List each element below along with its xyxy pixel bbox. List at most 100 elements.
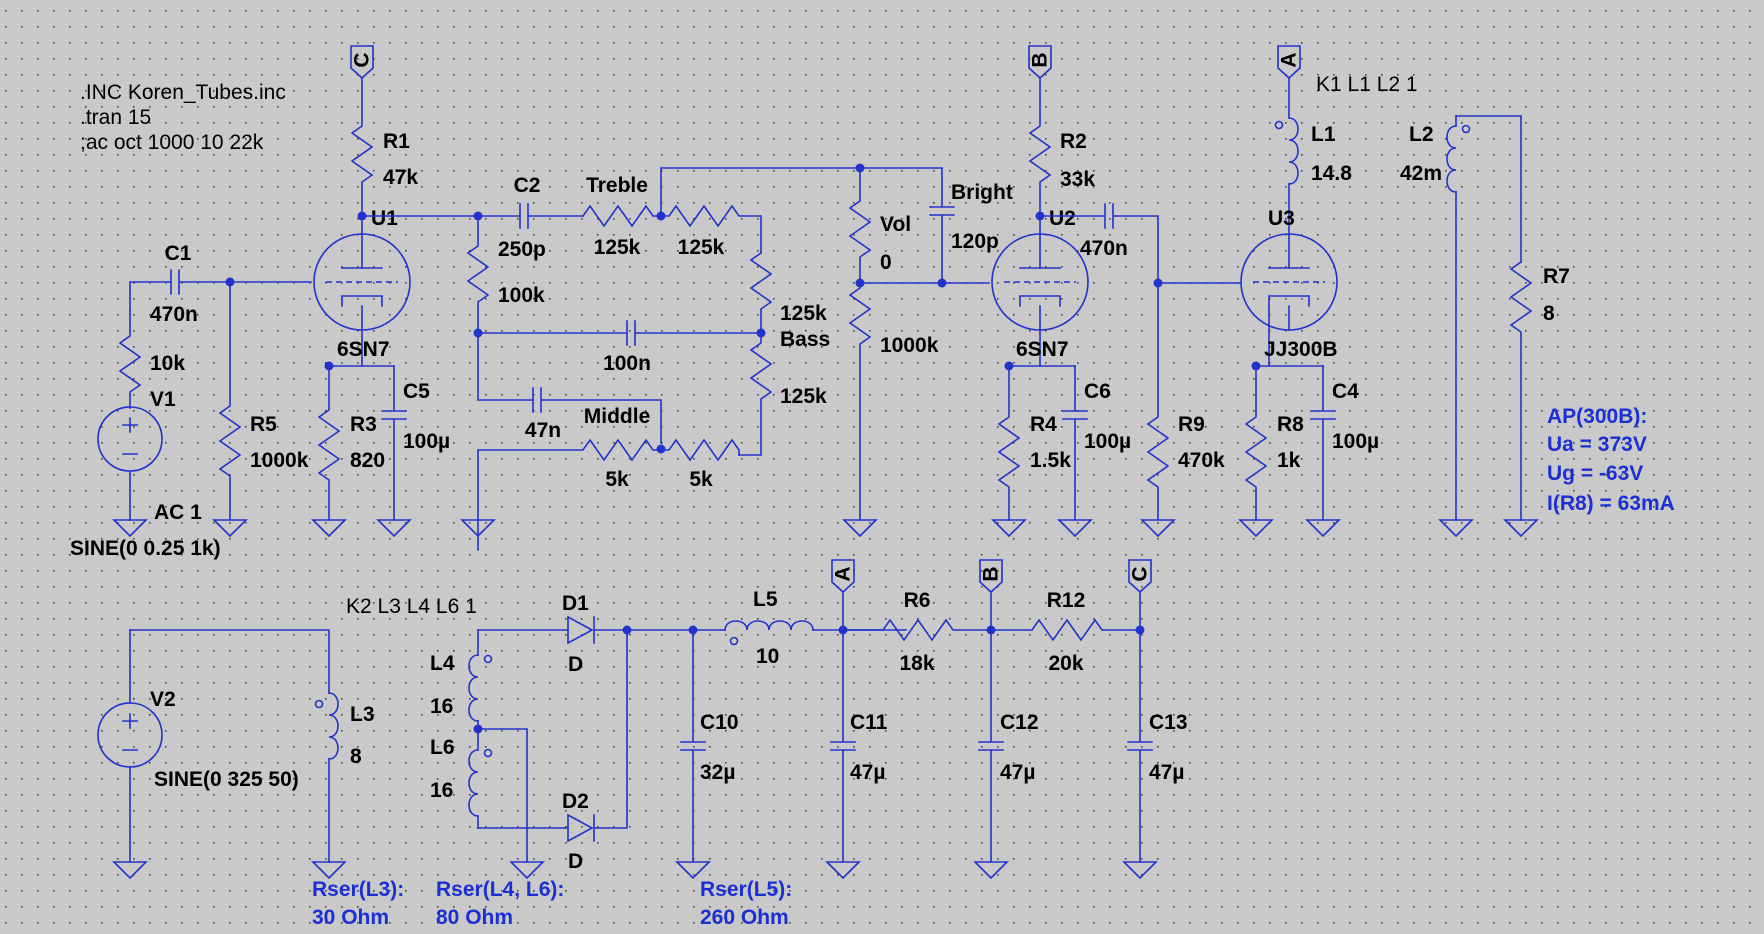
ground-symbol[interactable] (509, 861, 545, 880)
include-directive[interactable]: .INC Koren_Tubes.inc (80, 81, 286, 104)
ground-symbol[interactable] (1122, 861, 1158, 880)
v1-source[interactable] (97, 310, 163, 521)
ground-symbol[interactable] (825, 861, 861, 880)
rser-l3-line1[interactable]: Rser(L3): (312, 878, 404, 901)
bass-potentiometer-upper[interactable] (749, 251, 773, 334)
bass-b-value: 125k (780, 385, 827, 408)
c-u2-coupling-capacitor[interactable] (1039, 203, 1159, 284)
r2-resistor[interactable] (1028, 77, 1052, 217)
ground-symbol[interactable] (675, 861, 711, 880)
k2-directive[interactable]: K2 L3 L4 L6 1 (346, 595, 477, 618)
ground-symbol[interactable] (1057, 519, 1093, 538)
ground-symbol[interactable] (991, 519, 1027, 538)
net-flag-b-psu[interactable]: B (979, 559, 1003, 631)
rser-l5-line2[interactable]: 260 Ohm (700, 906, 789, 929)
tran-directive[interactable]: .tran 15 (80, 106, 151, 129)
ground-symbol[interactable] (460, 519, 496, 538)
net-flag-c-top[interactable]: C (350, 45, 374, 80)
l6-inductor[interactable] (468, 728, 479, 829)
rser-l3-line2[interactable]: 30 Ohm (312, 906, 389, 929)
v2-source[interactable] (97, 629, 330, 863)
ground-symbol[interactable] (112, 861, 148, 880)
r1-resistor[interactable] (350, 77, 374, 217)
ground-symbol[interactable] (1238, 519, 1274, 538)
c4-capacitor[interactable] (1310, 365, 1336, 521)
c100n-capacitor[interactable] (477, 320, 762, 346)
ground-symbol[interactable] (112, 519, 148, 538)
bright-capacitor[interactable] (859, 167, 955, 284)
ground-symbol[interactable] (376, 519, 412, 538)
r5-resistor[interactable] (218, 281, 242, 521)
ground-symbol[interactable] (1503, 519, 1539, 538)
c6-name: C6 (1084, 380, 1111, 403)
net-flag-a-top[interactable]: A (1277, 45, 1301, 80)
bright-value: 120p (951, 230, 999, 253)
ap-note-line1[interactable]: AP(300B): (1547, 405, 1647, 428)
l3-inductor[interactable] (328, 692, 339, 863)
c12-capacitor[interactable] (978, 629, 1004, 863)
c1-capacitor[interactable] (129, 269, 312, 312)
l1-inductor[interactable] (1288, 77, 1299, 269)
v1-sine-label: SINE(0 0.25 1k) (70, 537, 221, 560)
c11-capacitor[interactable] (830, 629, 856, 863)
c13-capacitor[interactable] (1127, 629, 1153, 863)
r3-resistor[interactable] (317, 365, 395, 521)
l2-inductor[interactable] (1446, 115, 1522, 521)
r4-resistor[interactable] (997, 365, 1076, 521)
bass-potentiometer-lower[interactable] (738, 332, 773, 456)
ap-note-line2[interactable]: Ua = 373V (1547, 433, 1647, 456)
c10-value: 32µ (700, 761, 735, 784)
r6-resistor[interactable] (842, 618, 992, 642)
ground-symbol[interactable] (1140, 519, 1176, 538)
ground-symbol[interactable] (842, 519, 878, 538)
rser-l4l6-line2[interactable]: 80 Ohm (436, 906, 513, 929)
bass-name: Bass (780, 328, 830, 351)
vol-potentiometer-upper[interactable] (848, 167, 872, 284)
r5-name: R5 (250, 413, 277, 436)
rser-l4l6-line1[interactable]: Rser(L4, L6): (436, 878, 564, 901)
treble-potentiometer-upper[interactable] (581, 204, 662, 228)
ground-symbol[interactable] (1438, 519, 1474, 538)
c6-capacitor[interactable] (1062, 365, 1088, 521)
net-flag-c-psu[interactable]: C (1128, 559, 1152, 631)
ground-symbol[interactable] (311, 519, 347, 538)
c13-value: 47µ (1149, 761, 1184, 784)
d2-diode[interactable] (477, 629, 628, 843)
ap-note-line4[interactable]: I(R8) = 63mA (1547, 492, 1675, 515)
r100k-resistor[interactable] (466, 215, 534, 401)
rser-l5-line1[interactable]: Rser(L5): (700, 878, 792, 901)
treble-potentiometer-lower[interactable] (660, 204, 762, 254)
k1-directive[interactable]: K1 L1 L2 1 (1316, 73, 1418, 96)
ground-symbol[interactable] (212, 519, 248, 538)
net-flag-b-top-label: B (1029, 52, 1052, 67)
net-flag-b-top[interactable]: B (1028, 45, 1052, 80)
vol-name: Vol (880, 213, 911, 236)
vol-potentiometer-lower[interactable] (848, 282, 872, 521)
c5-capacitor[interactable] (381, 365, 407, 521)
u2-tube[interactable] (991, 215, 1089, 367)
d1-name: D1 (562, 592, 589, 615)
ap-note-line3[interactable]: Ug = -63V (1547, 462, 1643, 485)
ground-symbol[interactable] (973, 861, 1009, 880)
r9-resistor[interactable] (1146, 282, 1170, 521)
r12-resistor[interactable] (990, 618, 1141, 642)
r7-name: R7 (1543, 265, 1570, 288)
r7-resistor[interactable] (1509, 260, 1533, 521)
middle-potentiometer-right[interactable] (660, 438, 740, 462)
net-flag-a-psu[interactable]: A (831, 559, 855, 631)
r8-value: 1k (1277, 449, 1301, 472)
c10-capacitor[interactable] (680, 629, 706, 863)
u1-tube[interactable] (313, 215, 411, 367)
d1-diode[interactable] (477, 615, 628, 645)
c2-capacitor[interactable] (519, 203, 584, 229)
ac-directive[interactable]: ;ac oct 1000 10 22k (80, 131, 264, 154)
u3-tube[interactable] (1240, 233, 1338, 367)
c47n-capacitor[interactable] (532, 387, 662, 444)
middle-potentiometer-left[interactable] (477, 438, 662, 551)
d2-model: D (568, 850, 583, 873)
c13-name: C13 (1149, 711, 1188, 734)
ground-symbol[interactable] (1305, 519, 1341, 538)
ground-symbol[interactable] (311, 861, 347, 880)
r8-resistor[interactable] (1244, 365, 1324, 521)
